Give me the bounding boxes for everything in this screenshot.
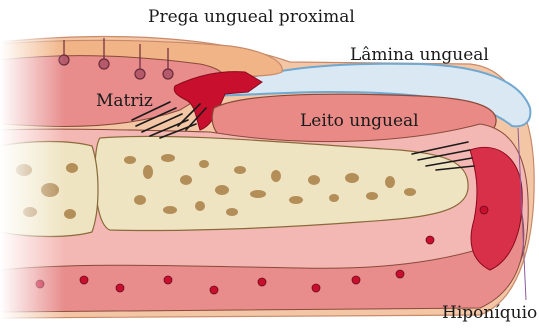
label-matrix: Matriz [96,91,153,111]
label-nail-plate: Lâmina ungueal [350,45,489,65]
label-proximal-fold: Prega ungueal proximal [148,7,355,27]
label-nail-bed: Leito ungueal [300,111,419,131]
label-hyponychium: Hiponíquio [442,303,537,323]
